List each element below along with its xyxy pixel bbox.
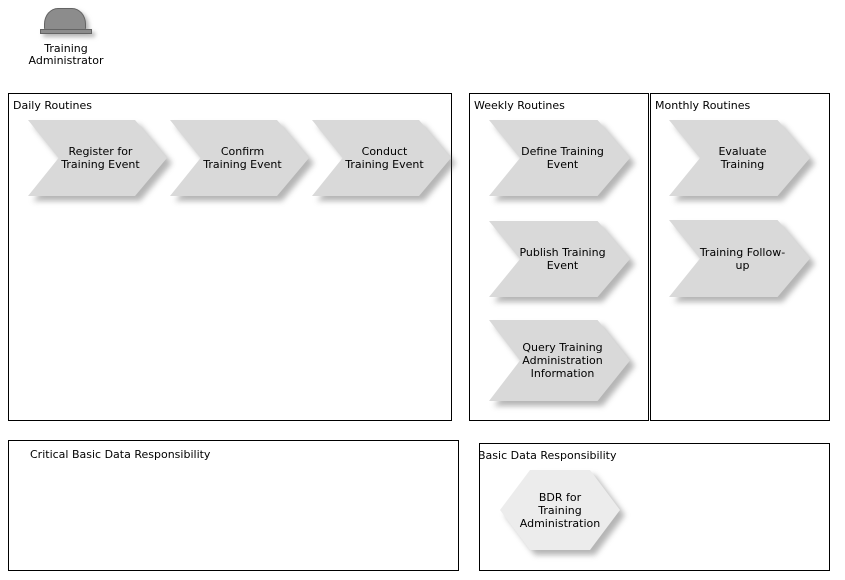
chevron-arrow-shape: Define Training Event <box>489 120 630 196</box>
step-register-for-training-event[interactable]: Register for Training Event <box>28 120 167 196</box>
chevron-arrow-shape: Confirm Training Event <box>170 120 309 196</box>
step-label: Training Follow- up <box>699 245 786 272</box>
step-conduct-training-event[interactable]: Conduct Training Event <box>312 120 451 196</box>
step-label: Publish Training Event <box>519 246 606 272</box>
basic-data-responsibility-title: Basic Data Responsibility <box>478 449 617 462</box>
training-administrator-actor[interactable]: Training Administrator <box>6 6 126 67</box>
critical-basic-data-responsibility-box: Critical Basic Data Responsibility <box>8 440 459 571</box>
chevron-arrow-shape: Publish Training Event <box>489 221 630 297</box>
step-bdr-for-training-administration[interactable]: BDR for Training Administration <box>500 470 620 550</box>
step-training-follow-up[interactable]: Training Follow- up <box>669 220 810 297</box>
chevron-arrow-shape: Query Training Administration Informatio… <box>489 320 630 401</box>
chevron-arrow-shape: Register for Training Event <box>28 120 167 196</box>
step-publish-training-event[interactable]: Publish Training Event <box>489 221 630 297</box>
step-label: BDR for Training Administration <box>519 490 601 530</box>
step-label: Confirm Training Event <box>203 145 282 171</box>
step-label: Conduct Training Event <box>345 145 424 171</box>
monthly-routines-title: Monthly Routines <box>655 99 751 112</box>
step-define-training-event[interactable]: Define Training Event <box>489 120 630 196</box>
actor-hat-icon <box>40 8 92 37</box>
critical-basic-data-responsibility-title: Critical Basic Data Responsibility <box>30 448 211 461</box>
chevron-arrow-shape: Training Follow- up <box>669 220 810 297</box>
hexagon-shape: BDR for Training Administration <box>500 470 620 550</box>
step-query-training-administration-information[interactable]: Query Training Administration Informatio… <box>489 320 630 401</box>
daily-routines-title: Daily Routines <box>13 99 93 112</box>
step-evaluate-training[interactable]: Evaluate Training <box>669 120 810 196</box>
step-label: Register for Training Event <box>61 145 140 171</box>
step-label: Define Training Event <box>521 145 604 171</box>
chevron-arrow-shape: Conduct Training Event <box>312 120 451 196</box>
step-confirm-training-event[interactable]: Confirm Training Event <box>170 120 309 196</box>
step-label: Evaluate Training <box>718 145 767 171</box>
step-label: Query Training Administration Informatio… <box>522 341 603 380</box>
actor-label: Training Administrator <box>28 42 104 67</box>
chevron-arrow-shape: Evaluate Training <box>669 120 810 196</box>
weekly-routines-title: Weekly Routines <box>474 99 565 112</box>
